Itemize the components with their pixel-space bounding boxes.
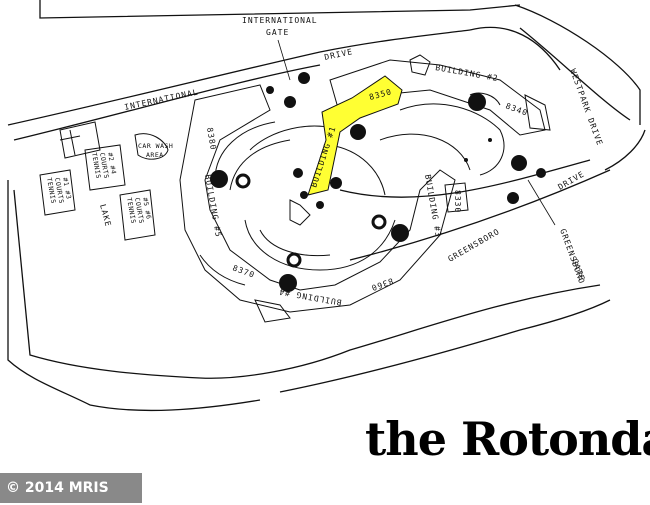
car-wash-label-1: CAR WASH xyxy=(138,142,173,150)
building-1-highlight xyxy=(307,75,403,196)
address-8360: 8360 xyxy=(369,276,394,292)
leader-lines xyxy=(277,39,556,226)
address-8370: 8370 xyxy=(231,263,256,279)
building-3-label: BUILDING #3 xyxy=(423,174,443,239)
target-markers xyxy=(235,173,387,268)
westpark-drive-label: WESTPARK DRIVE xyxy=(568,68,604,148)
car-wash-label-2: AREA xyxy=(146,151,164,159)
markers xyxy=(210,72,546,292)
building-4-label: BUILDING #4 xyxy=(278,287,343,307)
tennis-3-label-3: #5 #6 xyxy=(141,197,153,220)
map-title: the Rotonda xyxy=(365,412,650,466)
drive-right-label: DRIVE xyxy=(557,169,587,191)
roads xyxy=(7,0,646,412)
drive-label: DRIVE xyxy=(324,47,354,62)
lake-label: LAKE xyxy=(98,203,113,228)
greensboro-drive-label: GREENSBORO xyxy=(447,227,502,264)
buildings xyxy=(39,54,551,323)
international-drive-label: INTERNATIONAL xyxy=(124,87,200,112)
tennis-1-label-3: #1 #3 xyxy=(61,177,73,200)
address-8340: 8340 xyxy=(504,101,529,117)
copyright-watermark: © 2014 MRIS xyxy=(0,473,142,503)
tennis-2-label-3: #2 #4 xyxy=(106,152,118,175)
address-8380: 8380 xyxy=(205,127,218,151)
international-gate-label-1: INTERNATIONAL xyxy=(242,16,318,25)
building-2-label: BUILDING #2 xyxy=(435,63,500,83)
international-gate-label-2: GATE xyxy=(266,28,289,37)
address-8330: 8330 xyxy=(453,190,462,213)
